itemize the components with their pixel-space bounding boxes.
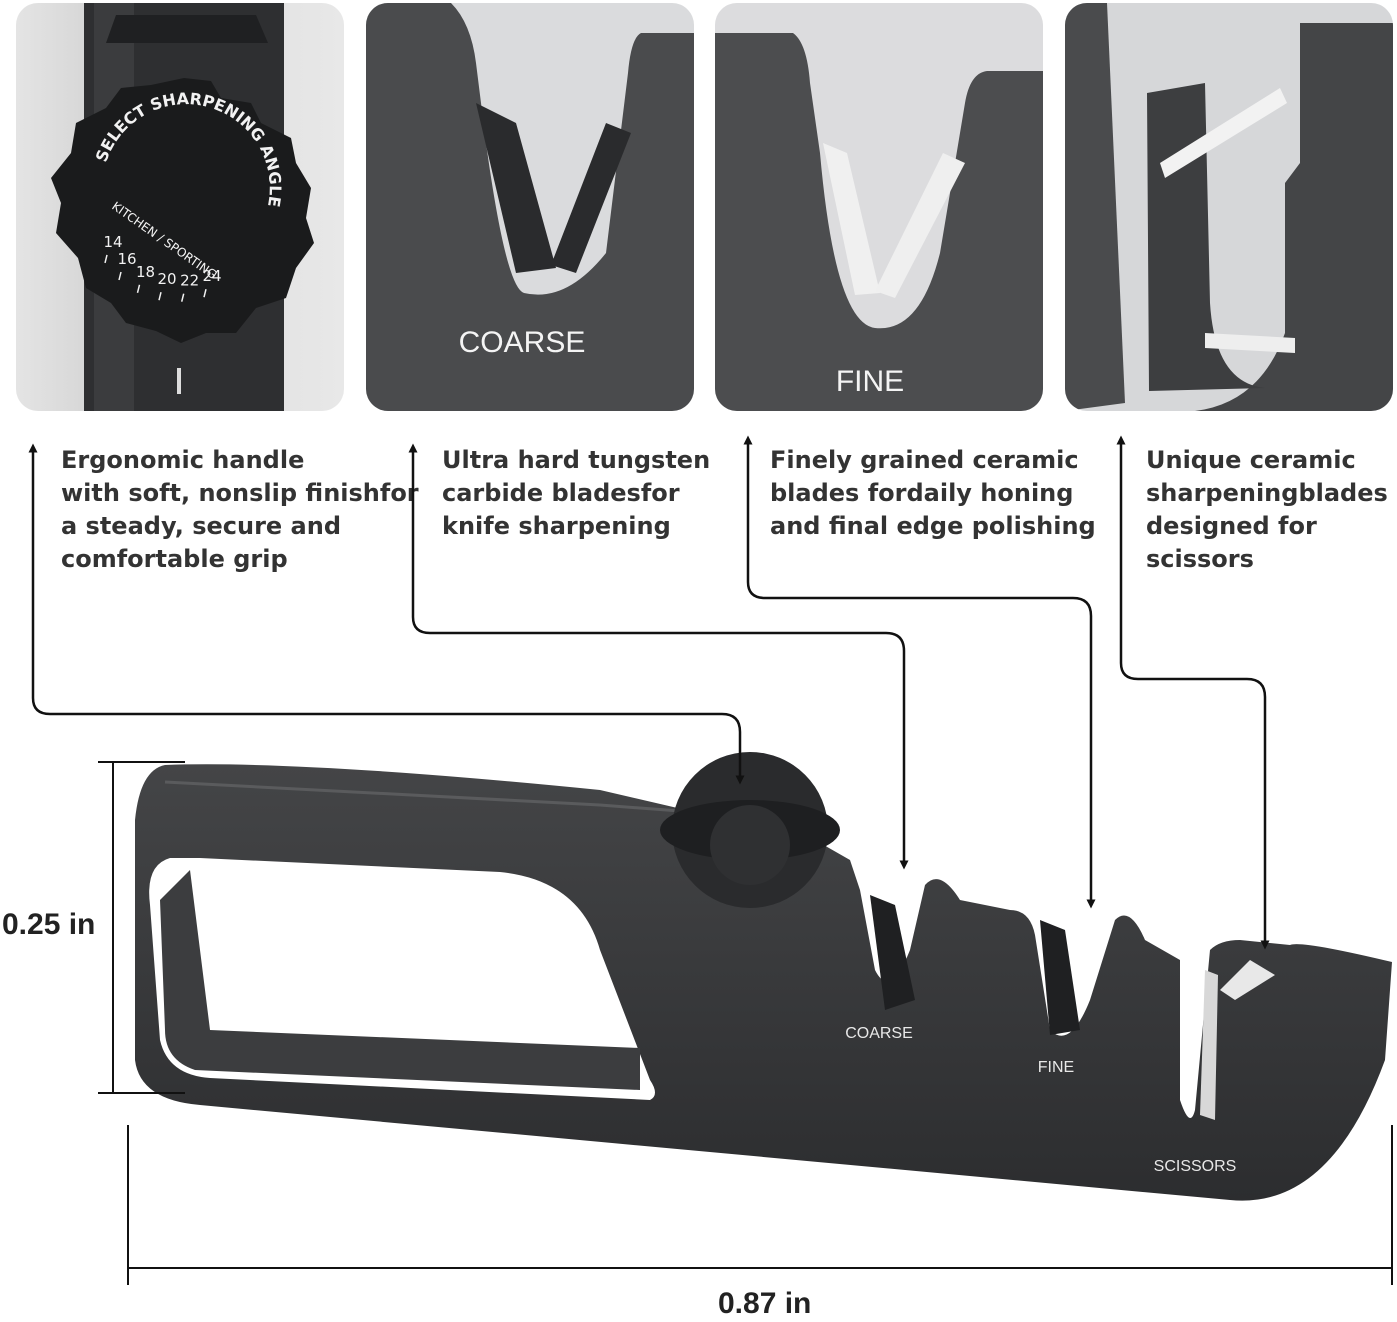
sharpener-body xyxy=(135,752,1392,1201)
dial-angle-tick xyxy=(104,254,108,264)
dial-angle-number: 24 xyxy=(202,267,221,285)
fine-slot-panel: FINE xyxy=(715,3,1043,411)
scissors-leader-arrow xyxy=(1116,435,1270,950)
fine-leader-arrow xyxy=(743,435,1096,909)
fine-label: FINE xyxy=(836,365,904,398)
width-label: 0.87 in xyxy=(718,1287,812,1320)
dial-angle-tick xyxy=(203,289,207,298)
angle-dial: SELECT SHARPENING ANGLE KITCHEN / SPORTI… xyxy=(51,78,314,343)
height-dimension xyxy=(98,761,185,1094)
dial-angle-number: 20 xyxy=(157,270,176,288)
handle-leader-arrow xyxy=(28,443,745,785)
height-label: 0.25 in xyxy=(2,908,96,941)
dial-angle-tick xyxy=(180,293,185,302)
dial-angle-tick xyxy=(118,271,122,281)
dial-angle-number: 22 xyxy=(180,272,199,290)
slot-label-fine: FINE xyxy=(1038,1059,1074,1076)
handle-dial-panel: SELECT SHARPENING ANGLE KITCHEN / SPORTI… xyxy=(16,3,344,411)
slot-label-coarse: COARSE xyxy=(845,1025,913,1042)
dial-angle-number: 16 xyxy=(117,250,136,268)
dial-angle-number: 18 xyxy=(136,263,155,281)
coarse-label: COARSE xyxy=(459,326,586,359)
width-dimension xyxy=(127,1125,1393,1285)
slot-label-scissors: SCISSORS xyxy=(1154,1158,1237,1175)
coarse-slot-panel: COARSE xyxy=(366,3,694,411)
scissors-slot-panel xyxy=(1065,3,1393,411)
dial-angle-tick xyxy=(158,292,162,301)
dial-angle-number: 14 xyxy=(103,233,122,251)
dial-angle-tick xyxy=(136,284,141,293)
